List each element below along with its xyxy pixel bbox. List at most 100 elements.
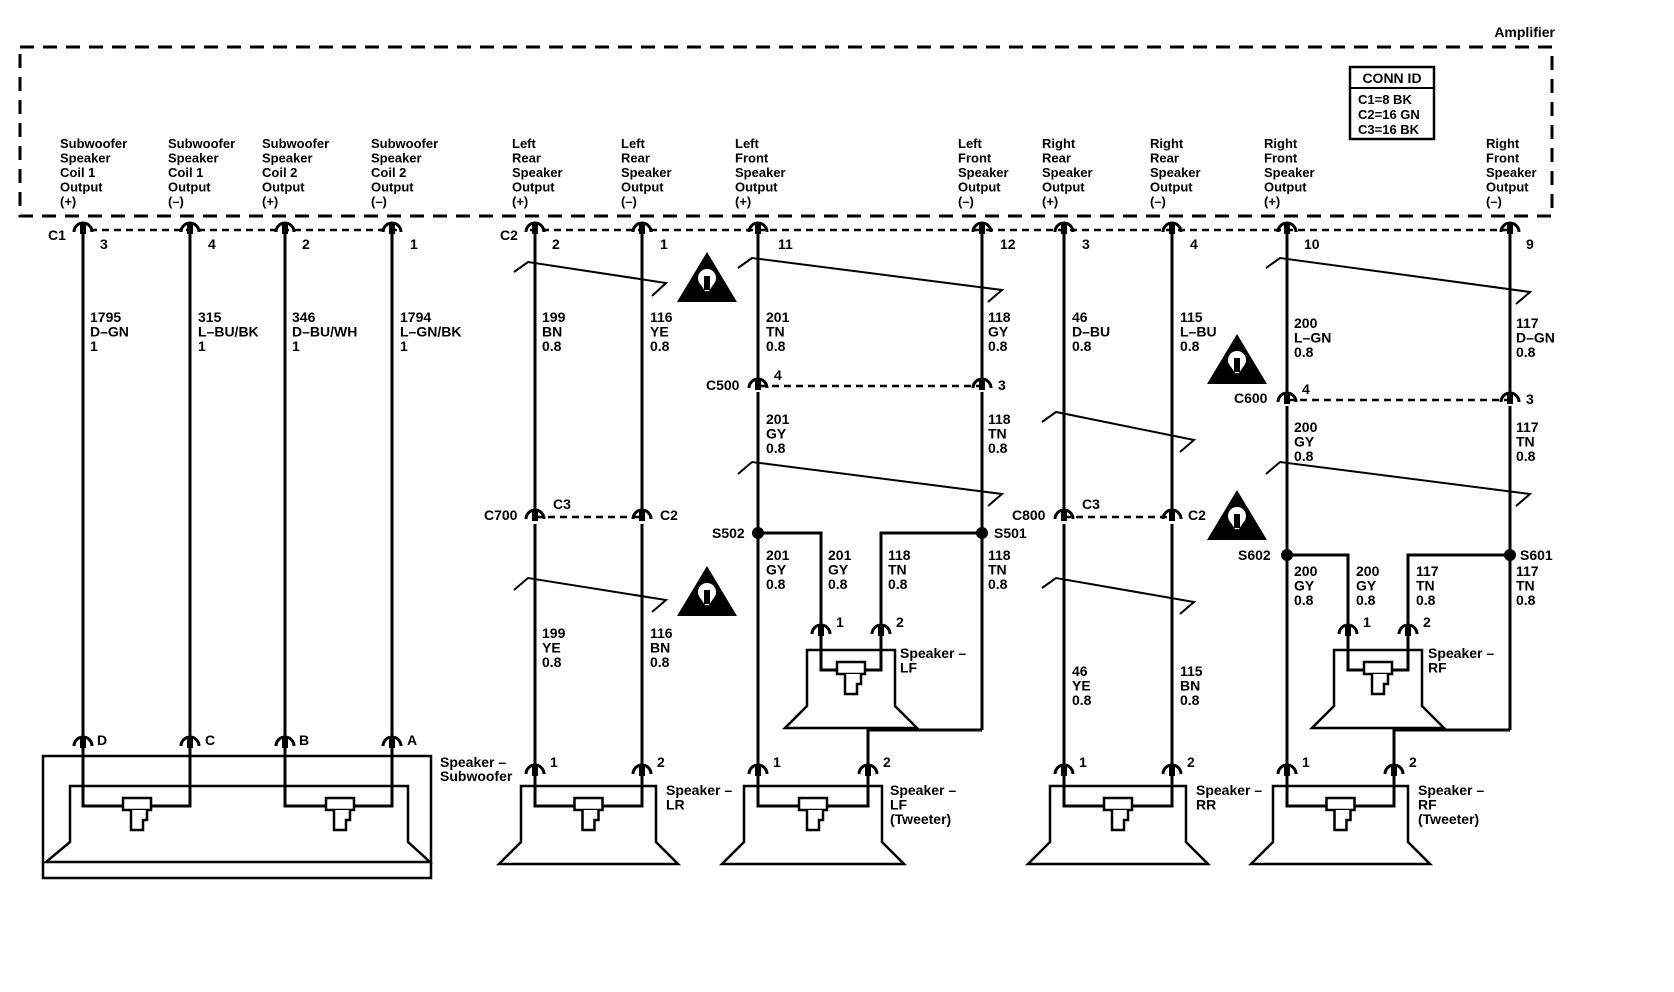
connector-terminal-pin (1507, 224, 1513, 234)
output-label-line: Left (735, 136, 760, 151)
c500-pin-b: 3 (998, 377, 1006, 393)
wire-label-line: 0.8 (542, 338, 562, 354)
connector-terminal-pin (878, 626, 884, 636)
splice-s501-label: S501 (994, 525, 1027, 541)
output-label-line: Left (958, 136, 983, 151)
wire-label-line: BN (1180, 678, 1200, 694)
speaker-body (1247, 784, 1434, 866)
connector-terminal-pin (639, 224, 645, 234)
wire-label-line: 0.8 (766, 576, 786, 592)
wire-label-line: 200 (1294, 563, 1318, 579)
conn-id-box: CONN ID C1=8 BK C2=16 GN C3=16 BK (1348, 65, 1436, 141)
wire-label-line: 1794 (400, 309, 431, 325)
connector-terminal (1161, 763, 1183, 775)
wire-label-line: 117 (1516, 315, 1539, 331)
connector-terminal (1499, 221, 1521, 233)
wire-label-line: TN (1516, 578, 1535, 594)
terminals (72, 221, 1521, 748)
connector-terminal (1383, 763, 1405, 775)
output-label-line: Speaker (735, 165, 786, 180)
wire-label-line: D–BU/WH (292, 324, 357, 340)
amp-pin-number: 3 (100, 236, 108, 252)
output-label-line: Output (512, 180, 555, 195)
output-label-line: Subwoofer (371, 136, 438, 151)
wire-label-line: 0.8 (888, 576, 908, 592)
splice-s502-label: S502 (712, 525, 745, 541)
output-label-line: Output (168, 180, 211, 195)
warning-triangle-icon (1207, 334, 1267, 384)
wires (81, 224, 1512, 770)
wire-label-line: L–GN/BK (400, 324, 461, 340)
connector-terminal-pin (755, 224, 761, 234)
output-label-line: Right (1150, 136, 1184, 151)
c600-pin-a: 4 (1302, 381, 1310, 397)
wire-label-line: 118 (988, 309, 1011, 325)
wire-label-line: 0.8 (542, 654, 562, 670)
output-label-line: Speaker (1486, 165, 1537, 180)
wire-label-line: 46 (1072, 663, 1088, 679)
c800-pin-b: C2 (1188, 507, 1206, 523)
amp-pin-number: 11 (778, 236, 793, 252)
wire-label-line: 0.8 (988, 338, 1008, 354)
wire-label-line: 346 (292, 309, 316, 325)
wire-branch (1392, 728, 1510, 770)
speaker-pin-number: 2 (883, 754, 891, 770)
connector-terminal-pin (639, 766, 645, 776)
wire-label-line: 0.8 (650, 654, 670, 670)
speaker-magnet-icon (1102, 796, 1134, 832)
c1-label: C1 (48, 227, 66, 243)
conn-id-line: C1=8 BK (1358, 92, 1412, 107)
output-label-line: Output (958, 180, 1001, 195)
c500-pin-a: 4 (774, 367, 782, 383)
connector-terminal (971, 221, 993, 233)
wire-label-line: 0.8 (650, 338, 670, 354)
wire-label-line: D–BU (1072, 324, 1110, 340)
wire-label-line: L–GN (1294, 330, 1331, 346)
splice-s502 (752, 527, 764, 539)
wire-label-line: 0.8 (1072, 692, 1092, 708)
output-label-line: Rear (1150, 151, 1179, 166)
output-label-line: Coil 1 (60, 165, 95, 180)
connector-terminal-pin (1169, 766, 1175, 776)
wire-label-line: D–GN (1516, 330, 1555, 346)
connector-terminal-pin (979, 224, 985, 234)
connector-terminal (524, 508, 546, 520)
output-label-line: Output (371, 180, 414, 195)
connector-terminal-pin (1284, 224, 1290, 234)
wire-label-line: TN (988, 426, 1007, 442)
wire-label-line: 0.8 (766, 440, 786, 456)
wire-label-line: 0.8 (1294, 448, 1314, 464)
connector-terminal (179, 221, 201, 233)
speaker-label-line: Speaker – (1418, 782, 1484, 798)
connector-terminal-pin (1169, 511, 1175, 521)
connector-terminal (1053, 508, 1075, 520)
speaker-pin-number: 2 (1187, 754, 1195, 770)
speaker-magnet-icon (573, 796, 604, 832)
speaker-magnet-icon (121, 796, 153, 832)
warning-icons (677, 252, 1267, 616)
output-label-line: Coil 2 (371, 165, 406, 180)
warning-triangle-icon (677, 566, 737, 616)
connector-terminal (72, 735, 94, 747)
wire-label-line: 200 (1356, 563, 1380, 579)
output-label-line: (–) (621, 194, 637, 209)
connector-terminal (870, 623, 892, 635)
wire-label-line: 1 (400, 338, 408, 354)
amp-pin-number: 4 (1190, 236, 1198, 252)
output-label-line: Speaker (371, 151, 422, 166)
connector-terminal (631, 763, 653, 775)
c600-label: C600 (1234, 390, 1268, 406)
twisted-pair-mark (737, 460, 1005, 507)
amp-pin-number: 12 (1000, 236, 1016, 252)
output-label-line: Front (958, 151, 992, 166)
speaker-magnet-icon (797, 796, 829, 832)
wire-label-line: 118 (988, 411, 1011, 427)
twisted-pair-mark (737, 256, 1005, 303)
wire-label-line: 0.8 (988, 576, 1008, 592)
connector-terminal (381, 735, 403, 747)
